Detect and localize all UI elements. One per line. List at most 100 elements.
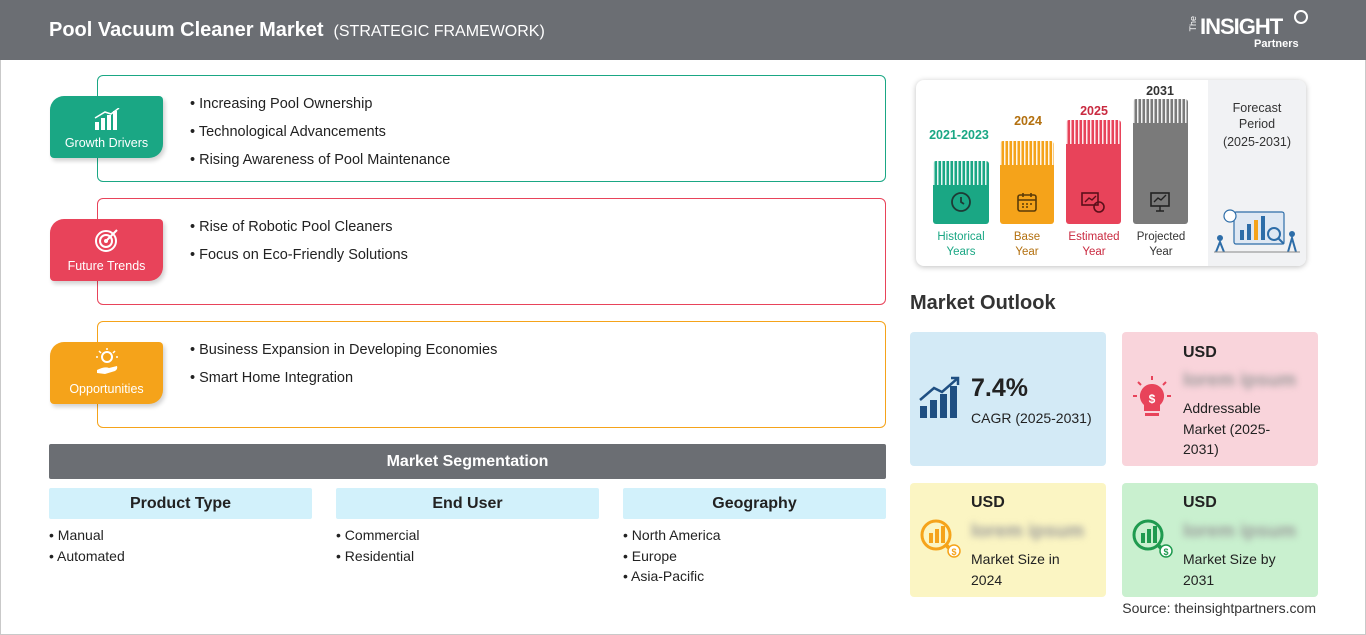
logo-the: The (1188, 16, 1198, 32)
list-item: North America (623, 525, 886, 546)
presentation-board-icon (1150, 192, 1170, 212)
opportunities-badge: Opportunities (50, 342, 163, 404)
bar-caption: Projected Year (1128, 230, 1194, 260)
target-icon (94, 229, 118, 252)
source-citation: Source: theinsightpartners.com (1122, 600, 1316, 616)
segment-list: Commercial Residential (336, 525, 599, 566)
page-subtitle: (STRATEGIC FRAMEWORK) (333, 22, 545, 40)
market-outlook-title: Market Outlook (910, 292, 1056, 314)
growth-chart-icon (94, 108, 119, 130)
size-2024-label: Market Size in 2024 (971, 551, 1060, 588)
opportunities-list: Business Expansion in Developing Economi… (190, 340, 497, 396)
svg-text:$: $ (1163, 547, 1168, 557)
size-2024-value: lorem ipsum (971, 521, 1084, 542)
growth-drivers-list: Increasing Pool Ownership Technological … (190, 94, 450, 178)
base-year-bar (1000, 141, 1054, 224)
growth-drivers-label: Growth Drivers (64, 136, 149, 150)
forecast-line: Period (1238, 117, 1276, 131)
list-item: Manual (49, 525, 312, 546)
bar-caption-line: Year (1015, 246, 1039, 258)
page-title: Pool Vacuum Cleaner Market (49, 18, 324, 41)
cagr-card: 7.4% CAGR (2025-2031) (910, 332, 1106, 466)
segment-product-type: Product Type Manual Automated (49, 488, 312, 566)
growth-drivers-badge: Growth Drivers (50, 96, 163, 158)
analytics-illustration-icon (1214, 209, 1300, 253)
bar-caption-line: Estimated (1068, 231, 1120, 243)
bar-caption: Estimated Year (1061, 230, 1127, 260)
segment-list: Manual Automated (49, 525, 312, 566)
forecast-period-text: Forecast Period (2025-2031) (1208, 100, 1306, 150)
estimated-year-bar (1066, 120, 1121, 224)
bar-caption: Historical Years (924, 230, 998, 260)
forecast-line: (2025-2031) (1222, 135, 1292, 149)
market-segmentation-bar: Market Segmentation (49, 444, 886, 479)
size-2024-currency: USD (971, 494, 1005, 511)
segment-end-user: End User Commercial Residential (336, 488, 599, 566)
bar-caption-line: Historical (937, 231, 985, 243)
market-size-magnifier-icon: $ (1132, 519, 1173, 558)
future-trends-label: Future Trends (67, 259, 146, 273)
list-item: Residential (336, 546, 599, 567)
market-size-magnifier-icon: $ (920, 519, 961, 558)
segment-heading: End User (336, 488, 599, 519)
addressable-market-card: $ USD lorem ipsum Addressable Market (20… (1122, 332, 1318, 466)
list-item: Increasing Pool Ownership (190, 94, 450, 122)
bar-year-label: 2031 (1146, 84, 1174, 98)
logo-insight: INSIGHT (1200, 14, 1283, 39)
calendar-icon (1017, 193, 1037, 212)
bar-caption-line: Year (1082, 246, 1106, 258)
size-2031-currency: USD (1183, 494, 1217, 511)
bar-caption-line: Projected (1136, 231, 1186, 243)
bar-caption: Base Year (1000, 230, 1054, 260)
svg-text:$: $ (951, 547, 956, 557)
growth-chart-icon (919, 376, 960, 418)
list-item: Focus on Eco-Friendly Solutions (190, 245, 408, 273)
cagr-label: CAGR (2025-2031) (971, 410, 1092, 426)
segment-list: North America Europe Asia-Pacific (623, 525, 886, 587)
cagr-value: 7.4% (971, 374, 1028, 402)
list-item: Smart Home Integration (190, 368, 497, 396)
list-item: Rising Awareness of Pool Maintenance (190, 150, 450, 178)
timeline-panel: Forecast Period (2025-2031) 2021-2023 Hi… (916, 80, 1306, 266)
bar-year-label: 2025 (1080, 104, 1108, 118)
list-item: Business Expansion in Developing Economi… (190, 340, 497, 368)
list-item: Commercial (336, 525, 599, 546)
logo-partners: Partners (1254, 38, 1299, 50)
estimate-gear-icon (1081, 192, 1105, 213)
history-clock-icon (951, 192, 971, 212)
dollar-lightbulb-icon: $ (1133, 376, 1171, 416)
logo-ring-icon (1294, 10, 1308, 24)
size-2031-label: Market Size by 2031 (1183, 551, 1276, 588)
bar-caption-line: Year (1149, 246, 1173, 258)
opportunities-box: Business Expansion in Developing Economi… (97, 321, 886, 428)
list-item: Europe (623, 546, 886, 567)
insight-partners-logo: The INSIGHT Partners (1188, 10, 1308, 52)
segment-geography: Geography North America Europe Asia-Paci… (623, 488, 886, 587)
historical-bar (933, 161, 989, 224)
list-item: Rise of Robotic Pool Cleaners (190, 217, 408, 245)
bar-caption-line: Base (1013, 231, 1041, 243)
future-trends-badge: Future Trends (50, 219, 163, 281)
list-item: Technological Advancements (190, 122, 450, 150)
header-bar: Pool Vacuum Cleaner Market (STRATEGIC FR… (0, 0, 1366, 60)
size-2031-value: lorem ipsum (1183, 521, 1296, 542)
future-trends-box: Rise of Robotic Pool Cleaners Focus on E… (97, 198, 886, 305)
bar-year-label: 2021-2023 (929, 128, 989, 142)
forecast-period-panel: Forecast Period (2025-2031) (1208, 80, 1306, 266)
segment-heading: Geography (623, 488, 886, 519)
lightbulb-hand-icon (95, 348, 118, 374)
segment-heading: Product Type (49, 488, 312, 519)
market-size-2024-card: $ USD lorem ipsum Market Size in 2024 (910, 483, 1106, 597)
projected-year-bar (1133, 99, 1188, 224)
list-item: Automated (49, 546, 312, 567)
bar-year-label: 2024 (1014, 114, 1042, 128)
opportunities-label: Opportunities (69, 382, 144, 396)
bar-caption-line: Years (946, 246, 976, 258)
svg-text:$: $ (1149, 392, 1156, 406)
market-size-2031-card: $ USD lorem ipsum Market Size by 2031 (1122, 483, 1318, 597)
forecast-line: Forecast (1232, 101, 1282, 115)
future-trends-list: Rise of Robotic Pool Cleaners Focus on E… (190, 217, 408, 273)
growth-drivers-box: Increasing Pool Ownership Technological … (97, 75, 886, 182)
list-item: Asia-Pacific (623, 566, 886, 587)
addressable-label: Addressable Market (2025-2031) (1183, 400, 1271, 457)
